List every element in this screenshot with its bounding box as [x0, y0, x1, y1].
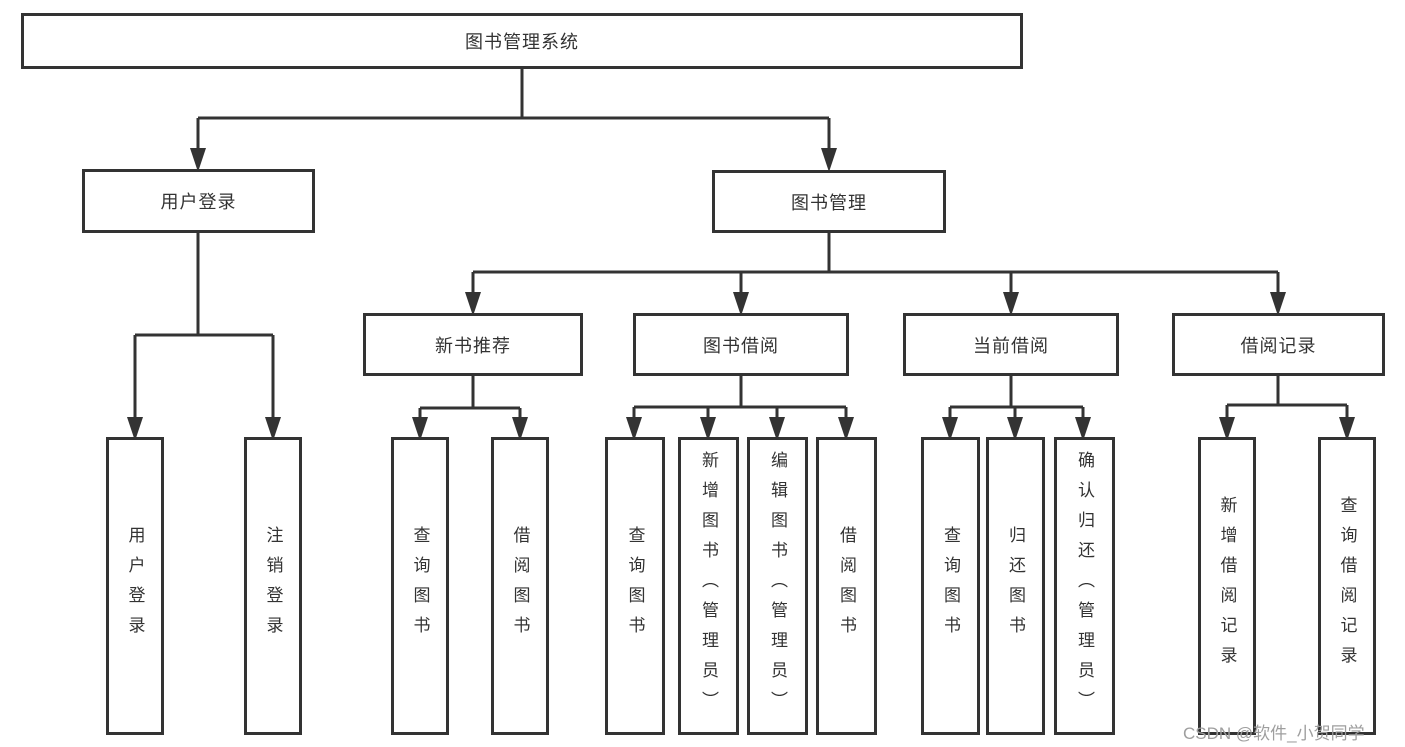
node-user-login-action: 用户登录	[106, 437, 164, 735]
wire-new-book-recommend	[418, 376, 522, 421]
node-root: 图书管理系统	[21, 13, 1023, 69]
wire-current-borrowing	[948, 376, 1085, 421]
node-edit-books-admin: 编辑图书（管理员）	[747, 437, 808, 735]
node-query-books-recommend-label: 查询图书	[410, 526, 430, 646]
node-query-books-borrow: 查询图书	[605, 437, 665, 735]
node-book-management-label: 图书管理	[791, 192, 867, 213]
node-query-books-current-label: 查询图书	[941, 526, 960, 646]
node-borrow-books-label: 借阅图书	[837, 526, 856, 646]
node-new-book-recommend: 新书推荐	[363, 313, 583, 376]
wire-root	[196, 69, 831, 152]
node-user-login: 用户登录	[82, 169, 315, 233]
wire-borrowing-records	[1225, 376, 1349, 421]
node-root-label: 图书管理系统	[465, 32, 579, 52]
node-add-borrow-record: 新增借阅记录	[1198, 437, 1256, 735]
wire-book-management	[471, 233, 1280, 296]
node-add-books-admin: 新增图书（管理员）	[678, 437, 739, 735]
node-logout-label: 注销登录	[263, 526, 283, 646]
node-book-management: 图书管理	[712, 170, 946, 233]
node-query-books-recommend: 查询图书	[391, 437, 449, 735]
node-borrow-books-recommend-label: 借阅图书	[510, 526, 530, 646]
node-query-books-borrow-label: 查询图书	[625, 526, 645, 646]
node-user-login-action-label: 用户登录	[125, 526, 145, 646]
wire-user-login	[133, 233, 275, 421]
node-user-login-label: 用户登录	[160, 192, 237, 212]
node-new-book-recommend-label: 新书推荐	[435, 335, 511, 356]
node-return-books-label: 归还图书	[1006, 526, 1025, 646]
node-current-borrowing: 当前借阅	[903, 313, 1119, 376]
node-borrowing-records: 借阅记录	[1172, 313, 1385, 376]
node-query-borrow-record-label: 查询借阅记录	[1337, 496, 1357, 676]
node-query-books-current: 查询图书	[921, 437, 980, 735]
node-return-books: 归还图书	[986, 437, 1045, 735]
node-confirm-return-admin: 确认归还（管理员）	[1054, 437, 1115, 735]
arrowhead-icon	[821, 148, 837, 172]
node-borrow-books: 借阅图书	[816, 437, 877, 735]
watermark: CSDN @软件_小贺同学	[1183, 724, 1365, 743]
node-add-books-admin-label: 新增图书（管理员）	[699, 451, 718, 721]
node-book-borrowing-label: 图书借阅	[703, 335, 779, 356]
node-add-borrow-record-label: 新增借阅记录	[1217, 496, 1237, 676]
node-borrow-books-recommend: 借阅图书	[491, 437, 549, 735]
node-logout: 注销登录	[244, 437, 302, 735]
node-current-borrowing-label: 当前借阅	[973, 335, 1049, 356]
node-borrowing-records-label: 借阅记录	[1240, 335, 1317, 356]
node-confirm-return-admin-label: 确认归还（管理员）	[1075, 451, 1094, 721]
wire-book-borrowing	[632, 376, 848, 421]
node-book-borrowing: 图书借阅	[633, 313, 849, 376]
node-query-borrow-record: 查询借阅记录	[1318, 437, 1376, 735]
node-edit-books-admin-label: 编辑图书（管理员）	[768, 451, 787, 721]
